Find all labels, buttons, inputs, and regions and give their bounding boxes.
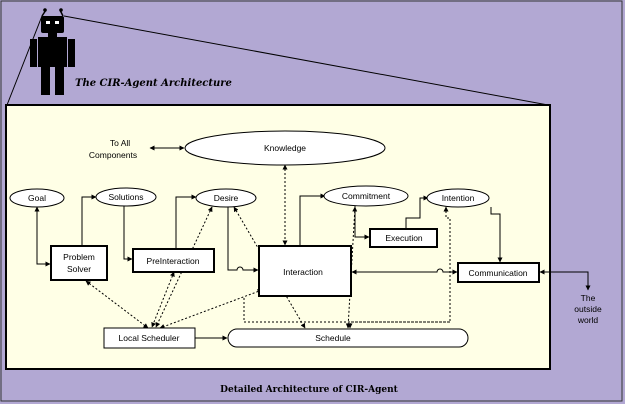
solutions-node bbox=[95, 187, 157, 207]
interaction-label: Interaction bbox=[283, 267, 323, 277]
diagram-caption: Detailed Architecture of CIR-Agent bbox=[220, 385, 398, 395]
communication-label: Communication bbox=[468, 268, 527, 278]
local-scheduler-label: Local Scheduler bbox=[119, 333, 180, 343]
local-scheduler-node bbox=[103, 327, 196, 349]
zoom-line-right bbox=[63, 15, 549, 106]
preinteraction-label: PreInteraction bbox=[147, 256, 200, 266]
communication-node bbox=[457, 262, 540, 283]
outside-world-label-line3: world bbox=[577, 315, 599, 325]
problem-solver-label-line2: Solver bbox=[67, 264, 91, 274]
intention-node bbox=[426, 188, 490, 208]
desire-label: Desire bbox=[214, 193, 239, 203]
commitment-label: Commitment bbox=[342, 191, 391, 201]
to-all-components-label-line2: Components bbox=[89, 150, 137, 160]
desire-node bbox=[195, 188, 257, 208]
intention-label: Intention bbox=[442, 193, 475, 203]
execution-node bbox=[369, 228, 438, 248]
outside-world-label-line1: The bbox=[581, 293, 596, 303]
schedule-node bbox=[227, 328, 469, 348]
schedule-label: Schedule bbox=[315, 333, 351, 343]
architecture-title: The CIR-Agent Architecture bbox=[75, 78, 232, 89]
goal-node bbox=[9, 188, 65, 208]
robot-figure-icon bbox=[30, 8, 75, 95]
problem-solver-label-line1: Problem bbox=[63, 252, 95, 262]
interaction-node bbox=[258, 245, 352, 297]
outside-world-label-line2: outside bbox=[574, 304, 602, 314]
to-all-components-label-line1: To All bbox=[110, 138, 130, 148]
solutions-label: Solutions bbox=[109, 192, 144, 202]
execution-label: Execution bbox=[385, 233, 423, 243]
preinteraction-node bbox=[132, 248, 215, 273]
zoom-line-left bbox=[6, 15, 43, 106]
problem-solver-node bbox=[50, 245, 108, 281]
goal-label: Goal bbox=[28, 193, 46, 203]
knowledge-label: Knowledge bbox=[264, 143, 306, 153]
knowledge-node bbox=[184, 130, 386, 166]
commitment-node bbox=[323, 185, 409, 207]
